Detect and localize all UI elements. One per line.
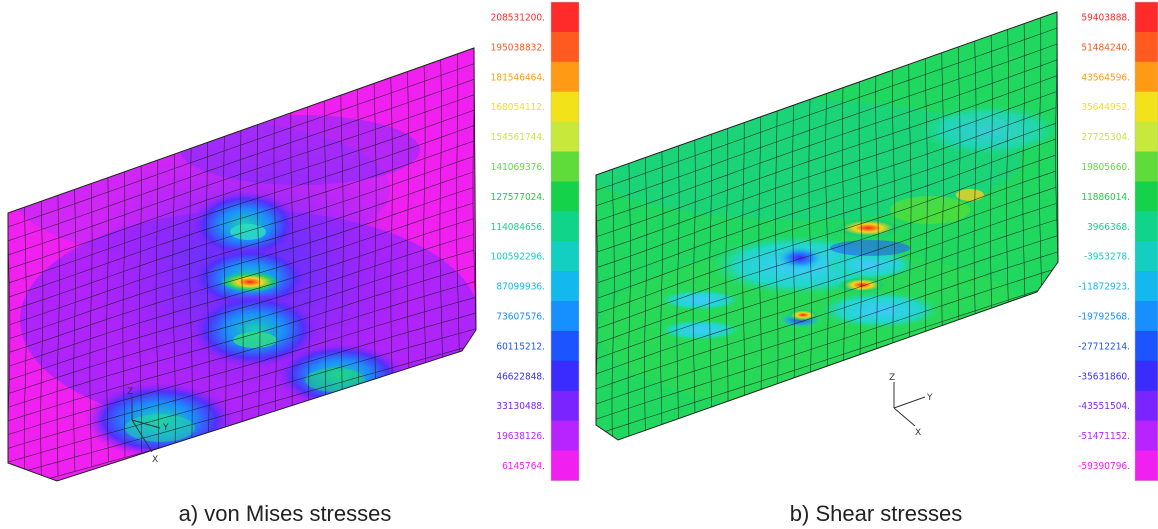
- legend-label: 27725304.: [1081, 132, 1130, 143]
- caption-shear: b) Shear stresses: [790, 501, 962, 526]
- legend-label: 19805660.: [1081, 162, 1130, 173]
- legend-label: 73607576.: [496, 312, 545, 323]
- von-mises-panel: Z Y X 208531200. 195038832. 181546464. 1680…: [7, 1, 580, 526]
- legend-color-swatch: [551, 151, 579, 182]
- legend-color-swatch: [1135, 241, 1158, 272]
- axis-triad-a: [131, 396, 161, 453]
- legend-label: 168054112.: [491, 102, 545, 113]
- legend-label: 59403888.: [1081, 13, 1130, 24]
- legend-color-swatch: [551, 181, 579, 212]
- legend-color-swatch: [1135, 330, 1158, 362]
- legend-label: 87099936.: [496, 282, 545, 293]
- legend-color-swatch: [551, 91, 579, 123]
- axis-label-x: X: [915, 428, 921, 438]
- axis-label-z: Z: [127, 387, 133, 397]
- legend-color-swatch: [551, 211, 579, 242]
- legend-color-swatch: [1135, 181, 1158, 212]
- legend-color-swatch: [1135, 121, 1158, 153]
- legend-color-swatch: [1135, 301, 1158, 332]
- legend-label: -11872923.: [1078, 282, 1130, 293]
- legend-color-swatch: [1135, 2, 1158, 33]
- legend-label: -27712214.: [1078, 341, 1130, 352]
- axis-label-y: Y: [162, 423, 169, 433]
- legend-color-swatch: [551, 420, 579, 452]
- legend-label: -51471152.: [1078, 431, 1130, 442]
- legend-label: 195038832.: [491, 42, 545, 53]
- legend-color-swatch: [1135, 390, 1158, 422]
- legend-label: 33130488.: [496, 401, 545, 412]
- axis-label-x: X: [152, 455, 158, 465]
- legend-label: 127577024.: [491, 192, 545, 203]
- legend-label: 60115212.: [496, 341, 545, 352]
- legend-color-swatch: [551, 271, 579, 302]
- axis-label-z: Z: [889, 373, 895, 383]
- legend-label: 208531200.: [491, 13, 545, 24]
- legend-color-swatch: [551, 330, 579, 362]
- legend-color-swatch: [551, 241, 579, 272]
- legend-color-swatch: [551, 61, 579, 93]
- legend-color-swatch: [551, 2, 579, 33]
- legend-color-swatch: [1135, 271, 1158, 302]
- legend-label: -3953278.: [1084, 252, 1130, 263]
- legend-label: 3966368.: [1087, 222, 1130, 233]
- legend-label: 114084656.: [491, 222, 545, 233]
- legend-label: -43551504.: [1078, 401, 1130, 412]
- legend-color-swatch: [551, 121, 579, 153]
- legend-color-swatch: [551, 31, 579, 63]
- legend-color-swatch: [1135, 360, 1158, 392]
- shear-panel: Z Y X 59403888. 51484240. 43564596. 3564495…: [595, 1, 1158, 526]
- von-mises-legend: 208531200. 195038832. 181546464. 168054112.…: [491, 1, 580, 481]
- legend-label: 19638126.: [496, 431, 545, 442]
- caption-von-mises: a) von Mises stresses: [179, 501, 392, 526]
- legend-label: 35644952.: [1081, 102, 1130, 113]
- shear-legend: 59403888. 51484240. 43564596. 35644952. 2772…: [1078, 1, 1158, 481]
- legend-label: 154561744.: [491, 132, 545, 143]
- legend-color-swatch: [551, 450, 579, 481]
- legend-color-swatch: [551, 360, 579, 392]
- shear-contour: [596, 12, 1058, 440]
- legend-label: 141069376.: [491, 162, 545, 173]
- legend-color-swatch: [1135, 61, 1158, 93]
- legend-label: -59390796.: [1078, 461, 1130, 472]
- legend-label: 6145764.: [502, 461, 545, 472]
- legend-color-swatch: [1135, 151, 1158, 182]
- legend-color-swatch: [551, 390, 579, 422]
- legend-label: -19792568.: [1078, 312, 1130, 323]
- axis-label-y: Y: [926, 393, 933, 403]
- legend-color-swatch: [1135, 420, 1158, 452]
- legend-label: 100592296.: [491, 252, 545, 263]
- legend-label: 43564596.: [1081, 72, 1130, 83]
- legend-color-swatch: [1135, 91, 1158, 123]
- legend-color-swatch: [551, 301, 579, 332]
- legend-label: 51484240.: [1081, 42, 1130, 53]
- legend-color-swatch: [1135, 31, 1158, 63]
- legend-color-swatch: [1135, 450, 1158, 481]
- legend-label: 46622848.: [496, 371, 545, 382]
- legend-label: 181546464.: [491, 72, 545, 83]
- axis-triad-b: [893, 382, 926, 427]
- legend-color-swatch: [1135, 211, 1158, 242]
- legend-label: 11886014.: [1081, 192, 1130, 203]
- legend-label: -35631860.: [1078, 371, 1130, 382]
